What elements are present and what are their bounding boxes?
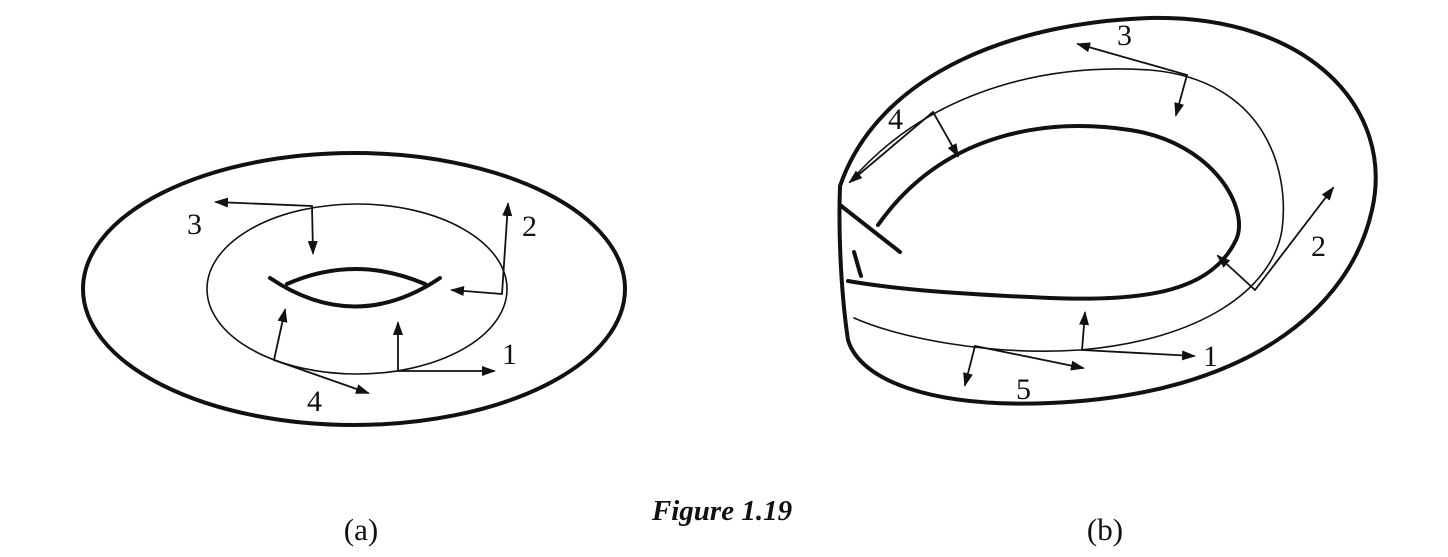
moebius-normal-arrow-1	[1079, 311, 1090, 351]
torus-normal-arrow-2	[450, 285, 503, 296]
moebius-label-1: 1	[1203, 340, 1218, 373]
moebius-normal-arrow-3	[1174, 74, 1188, 117]
torus-hole-lower-rim	[268, 276, 442, 309]
torus-normal-arrow-3	[307, 205, 318, 255]
torus-arrow-4	[273, 359, 370, 394]
moebius-twist-edge-2	[852, 250, 863, 278]
moebius-label-5: 5	[1016, 373, 1031, 406]
torus-hole-upper-rim	[285, 267, 427, 286]
torus-label-3: 3	[187, 208, 202, 241]
moebius-label-3: 3	[1117, 19, 1132, 52]
torus-label-4: 4	[307, 385, 322, 418]
torus-label-2: 2	[522, 210, 537, 243]
torus-label-1: 1	[502, 338, 517, 371]
moebius-arrow-1	[1081, 349, 1196, 361]
moebius-band-diagram: 1 2 3 4 5	[837, 15, 1378, 406]
moebius-label-2: 2	[1311, 230, 1326, 263]
moebius-inner-edge	[846, 124, 1241, 301]
torus-diagram: 1 2 3 4	[81, 151, 627, 427]
figure-caption: Figure 1.19	[651, 495, 792, 527]
moebius-arrow-3	[1076, 42, 1188, 76]
moebius-outer-edge	[837, 15, 1378, 406]
torus-normal-arrow-4	[273, 308, 288, 361]
moebius-arrow-4	[848, 111, 934, 184]
torus-outer-edge	[81, 151, 627, 427]
panel-a-caption: (a)	[344, 512, 378, 547]
moebius-normal-arrow-2	[1216, 254, 1256, 291]
moebius-center-loop	[849, 68, 1285, 352]
torus-arrow-2	[501, 202, 513, 295]
torus-loop-curve	[206, 203, 508, 375]
moebius-twist-edge-1	[838, 203, 902, 254]
moebius-arrow-5	[974, 345, 1085, 371]
panel-b-caption: (b)	[1087, 512, 1123, 547]
moebius-arrow-2	[1254, 186, 1335, 291]
moebius-label-4: 4	[888, 103, 903, 136]
torus-arrow-3	[214, 197, 313, 208]
moebius-normal-arrow-4	[932, 111, 959, 158]
moebius-normal-arrow-5	[963, 345, 976, 387]
